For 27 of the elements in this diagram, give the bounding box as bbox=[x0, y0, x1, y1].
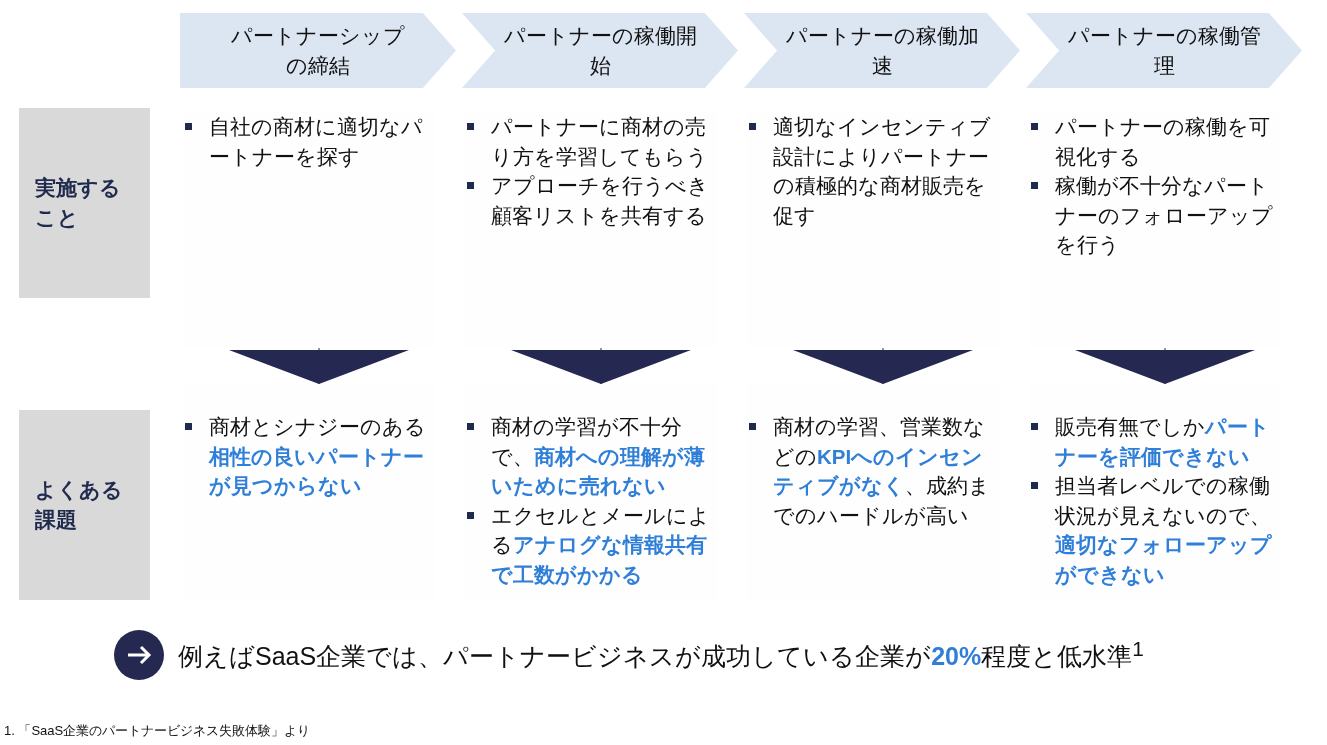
bullet-item: 自社の商材に適切なパートナーを探す bbox=[183, 112, 435, 171]
row-title: 実施すること bbox=[35, 175, 122, 231]
row-header bbox=[19, 108, 150, 298]
down-chevron-arrow bbox=[793, 347, 973, 385]
bullet-item: アプローチを行うべき顧客リストを共有する bbox=[465, 171, 717, 230]
down-chevron-arrow bbox=[1075, 347, 1255, 385]
step-title: パートナーシップの締結 bbox=[230, 22, 406, 79]
footnote: 1. 「SaaS企業のパートナービジネス失敗体験」より bbox=[4, 722, 311, 740]
row-header bbox=[19, 410, 150, 600]
bullet-item: 商材の学習が不十分で、商材への理解が薄いために売れない bbox=[465, 412, 717, 501]
bullet-item: 商材の学習、営業数などのKPIへのインセンティブがなく、成約までのハードルが高い bbox=[747, 412, 999, 530]
step-title: パートナーの稼働加速 bbox=[784, 22, 980, 79]
down-chevron-arrow bbox=[511, 347, 691, 385]
bullet-item: 商材とシナジーのある相性の良いパートナーが見つからない bbox=[183, 412, 435, 501]
bullet-item: 担当者レベルでの稼働状況が見えないので、適切なフォローアップができない bbox=[1029, 471, 1281, 589]
bullet-item: 適切なインセンティブ設計によりパートナーの積極的な商材販売を促す bbox=[747, 112, 999, 230]
process-step bbox=[180, 13, 456, 88]
step-title: パートナーの稼働開始 bbox=[502, 22, 698, 79]
step-title: パートナーの稼働管理 bbox=[1066, 22, 1262, 79]
down-chevron-arrow bbox=[229, 347, 409, 385]
conclusion-text: 例えばSaaS企業では、パートナービジネスが成功している企業が20%程度と低水準$^{1}$ bbox=[178, 636, 1144, 673]
bullet-item: 稼働が不十分なパートナーのフォローアップを行う bbox=[1029, 171, 1281, 260]
row-title: よくある課題 bbox=[35, 477, 124, 533]
bullet-item: エクセルとメールによるアナログな情報共有で工数がかかる bbox=[465, 500, 717, 589]
bullet-item: 販売有無でしかパートナーを評価できない bbox=[1029, 412, 1281, 471]
bullet-item: パートナーの稼働を可視化する bbox=[1029, 112, 1281, 171]
bullet-item: パートナーに商材の売り方を学習してもらう bbox=[465, 112, 717, 171]
